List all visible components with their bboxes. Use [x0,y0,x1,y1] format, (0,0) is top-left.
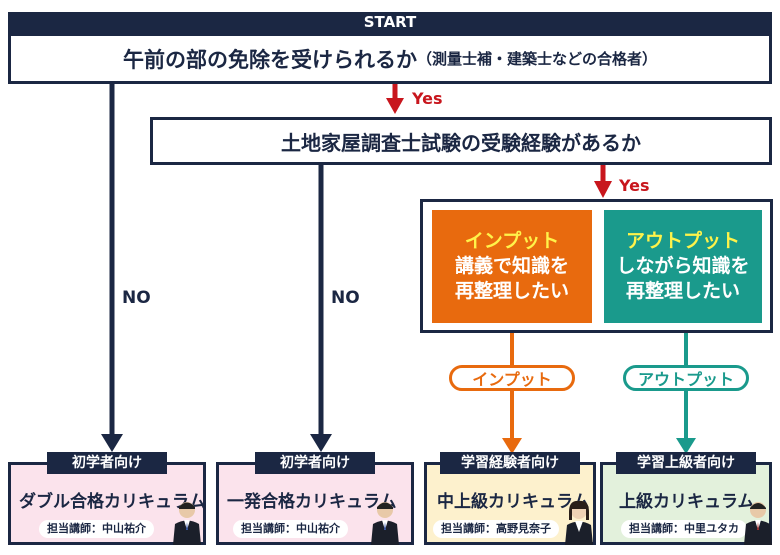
yes-arrow-head-1 [386,98,404,114]
choice-output-line2: 再整理したい [625,280,740,302]
card-label-4: 学習上級者向け [616,452,756,474]
no-branch-arrow-1 [101,434,123,452]
card-label-2: 初学者向け [255,452,375,474]
card-label-1: 初学者向け [47,452,167,474]
curriculum-card-2: 担当講師：中山祐介 一発合格カリキュラム [216,462,414,545]
card-title-4: 上級カリキュラム [619,492,755,512]
teacher-avatar-3 [565,500,593,545]
choice-output-line1: しながら知識を [616,255,750,277]
choice-output-head: アウトプット [625,230,740,252]
teacher-label-2: 担当講師：中山祐介 [233,520,348,538]
teacher-label-4: 担当講師：中里ユタカ [621,520,747,538]
card-title-2: 一発合格カリキュラム [227,492,397,512]
yes-label-2: Yes [619,176,650,195]
question-2-box: 土地家屋調査士試験の受験経験があるか [150,117,772,165]
yes-label-1: Yes [412,89,443,108]
curriculum-card-1: 担当講師：中山祐介 ダブル合格カリキュラム [8,462,206,545]
yes-arrow-head-2 [594,181,612,198]
no-label-2: NO [331,288,360,308]
teacher-avatar-1 [173,502,201,545]
card-title-1: ダブル合格カリキュラム [19,492,206,512]
input-branch-arrow [502,438,522,454]
curriculum-card-3: 担当講師：高野見奈子 中上級カリキュラム [424,462,596,545]
question-1-note: （測量士補・建築士などの合格者） [416,50,657,68]
choice-input-head: インプット [464,230,560,252]
card-title-3: 中上級カリキュラム [437,492,590,512]
pill-input: インプット [449,365,575,391]
choice-input: インプット 講義で知識を 再整理したい [432,210,592,323]
choice-input-line2: 再整理したい [454,280,569,302]
choice-output: アウトプット しながら知識を 再整理したい [604,210,762,323]
teacher-label-1: 担当講師：中山祐介 [39,520,154,538]
question-2-text: 土地家屋調査士試験の受験経験があるか [281,130,641,155]
no-label-1: NO [122,288,151,308]
teacher-avatar-2 [371,502,399,545]
pill-output: アウトプット [623,365,749,391]
teacher-avatar-4 [744,502,772,545]
start-label: START [8,12,772,34]
output-branch-arrow [676,438,696,454]
question-1-box: 午前の部の免除を受けられるか（測量士補・建築士などの合格者） [8,33,772,84]
no-branch-arrow-2 [310,434,332,452]
curriculum-card-4: 担当講師：中里ユタカ 上級カリキュラム [600,462,772,545]
teacher-label-3: 担当講師：高野見奈子 [433,520,559,538]
question-1-text: 午前の部の免除を受けられるか [122,47,417,72]
card-label-3: 学習経験者向け [440,452,580,474]
choice-input-line1: 講義で知識を [454,255,569,277]
